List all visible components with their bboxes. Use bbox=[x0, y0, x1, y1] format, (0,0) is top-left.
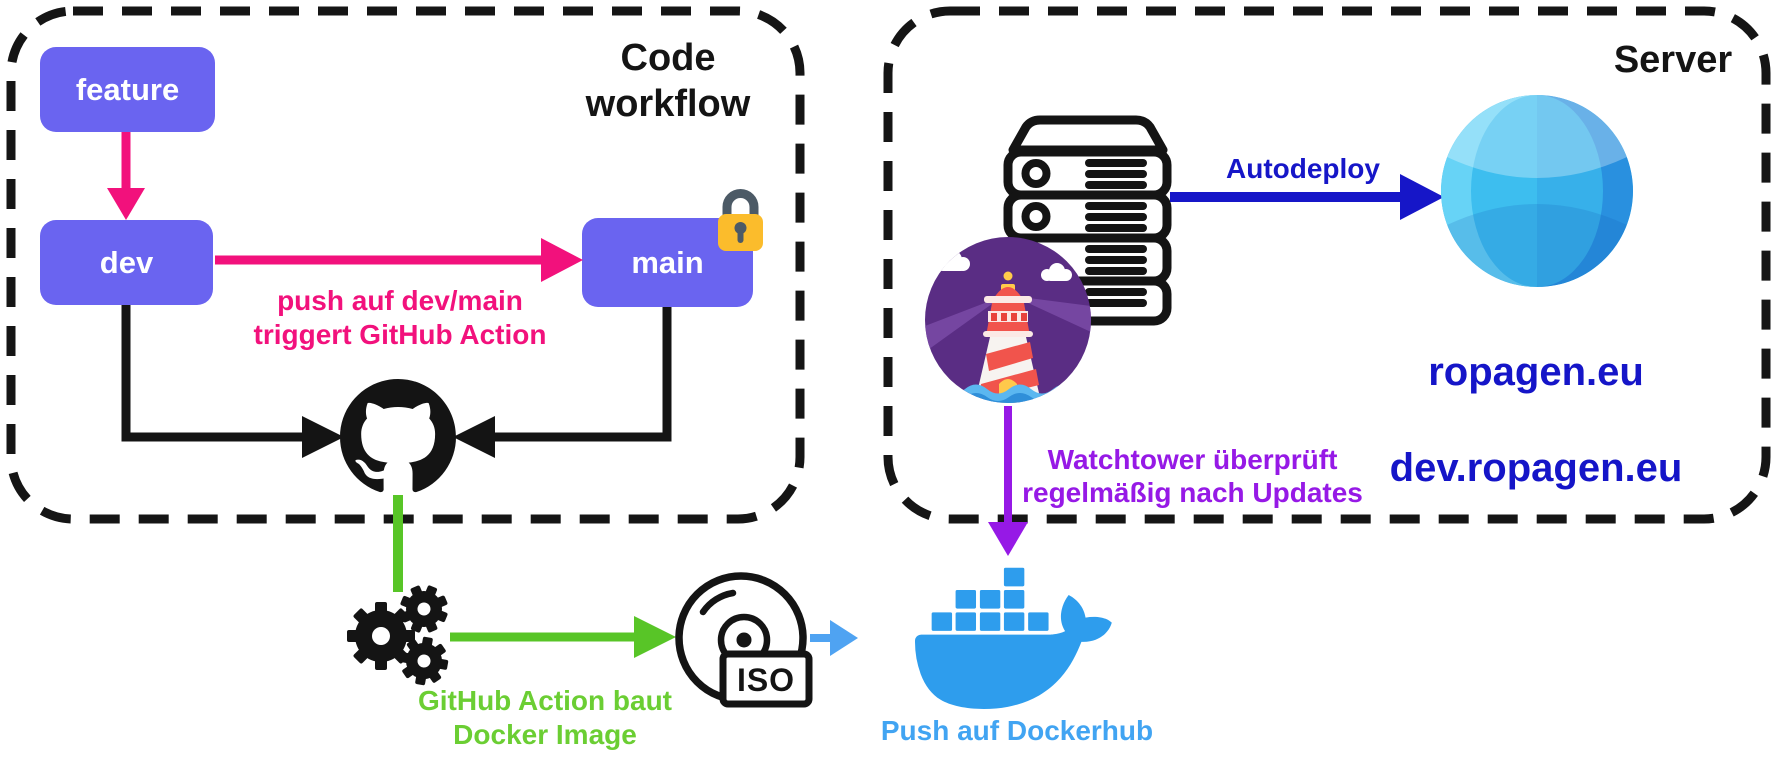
iso-label: ISO bbox=[737, 662, 795, 698]
branch-label-feature: feature bbox=[75, 71, 180, 107]
github-action-build-label: GitHub Action baut Docker Image bbox=[417, 685, 673, 750]
branch-label-main: main bbox=[631, 244, 704, 280]
code-workflow-box bbox=[6, 6, 805, 524]
branch-node-feature: feature bbox=[40, 47, 215, 132]
watchtower-lighthouse-icon bbox=[925, 237, 1091, 403]
arrow-watchtower-to-docker bbox=[988, 406, 1028, 556]
docker-whale-icon bbox=[914, 567, 1112, 710]
branch-label-dev: dev bbox=[99, 244, 154, 280]
arrow-gears-to-iso bbox=[450, 616, 676, 658]
arrow-iso-to-docker bbox=[810, 620, 858, 656]
github-octocat-icon bbox=[340, 379, 456, 493]
server-box bbox=[883, 6, 1771, 524]
watchtower-label: Watchtower überprüft regelmäßig nach Upd… bbox=[1022, 444, 1363, 509]
branch-node-dev: dev bbox=[40, 220, 213, 305]
autodeploy-label: Autodeploy bbox=[1226, 153, 1380, 184]
connector-main-to-github bbox=[453, 307, 672, 458]
globe-icon bbox=[1441, 95, 1633, 287]
domain-ropagen: ropagen.eu bbox=[1428, 350, 1644, 394]
branch-node-main: main bbox=[582, 218, 753, 307]
arrow-feature-to-dev bbox=[107, 132, 145, 220]
lock-icon bbox=[718, 189, 763, 251]
arrow-dev-to-main bbox=[215, 238, 583, 282]
server-domains: ropagen.eu dev.ropagen.eu bbox=[1340, 300, 1732, 540]
push-dockerhub-label: Push auf Dockerhub bbox=[880, 715, 1154, 746]
push-trigger-label: push auf dev/main triggert GitHub Action bbox=[253, 285, 547, 351]
domain-dev-ropagen: dev.ropagen.eu bbox=[1389, 446, 1683, 490]
iso-disc-icon: ISO bbox=[675, 572, 813, 708]
build-gears-icon bbox=[347, 585, 449, 686]
connector-dev-to-github bbox=[121, 305, 344, 458]
arrow-autodeploy bbox=[1170, 174, 1444, 220]
server-title: Server bbox=[1613, 39, 1733, 81]
code-workflow-title: Code workflow bbox=[585, 37, 751, 125]
